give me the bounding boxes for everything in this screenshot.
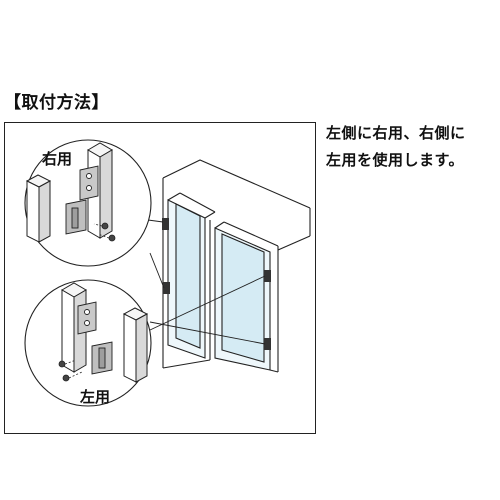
diagram-frame bbox=[4, 122, 316, 434]
right-door bbox=[214, 221, 279, 373]
screw-icon bbox=[93, 222, 116, 242]
left-use-detail: 左用 bbox=[24, 279, 152, 407]
left-door bbox=[167, 192, 216, 360]
hinge-markers bbox=[162, 218, 271, 350]
hinge-marker-top-right bbox=[264, 270, 271, 282]
right-use-label: 右用 bbox=[42, 150, 72, 168]
hinge-marker-bottom-left bbox=[163, 282, 170, 294]
installation-description: 左側に右用、右側に 左用を使用します。 bbox=[326, 120, 498, 174]
left-use-label: 左用 bbox=[79, 388, 110, 406]
callout-lines bbox=[147, 219, 266, 345]
description-line-2: 左用を使用します。 bbox=[326, 151, 465, 169]
description-line-1: 左側に右用、右側に bbox=[326, 124, 466, 142]
hinge-marker-bottom-right bbox=[264, 338, 271, 350]
cabinet-illustration bbox=[162, 159, 311, 373]
right-use-detail: 右用 bbox=[24, 139, 152, 267]
section-heading: 【取付方法】 bbox=[4, 93, 109, 113]
hinge-marker-top-left bbox=[162, 218, 169, 230]
